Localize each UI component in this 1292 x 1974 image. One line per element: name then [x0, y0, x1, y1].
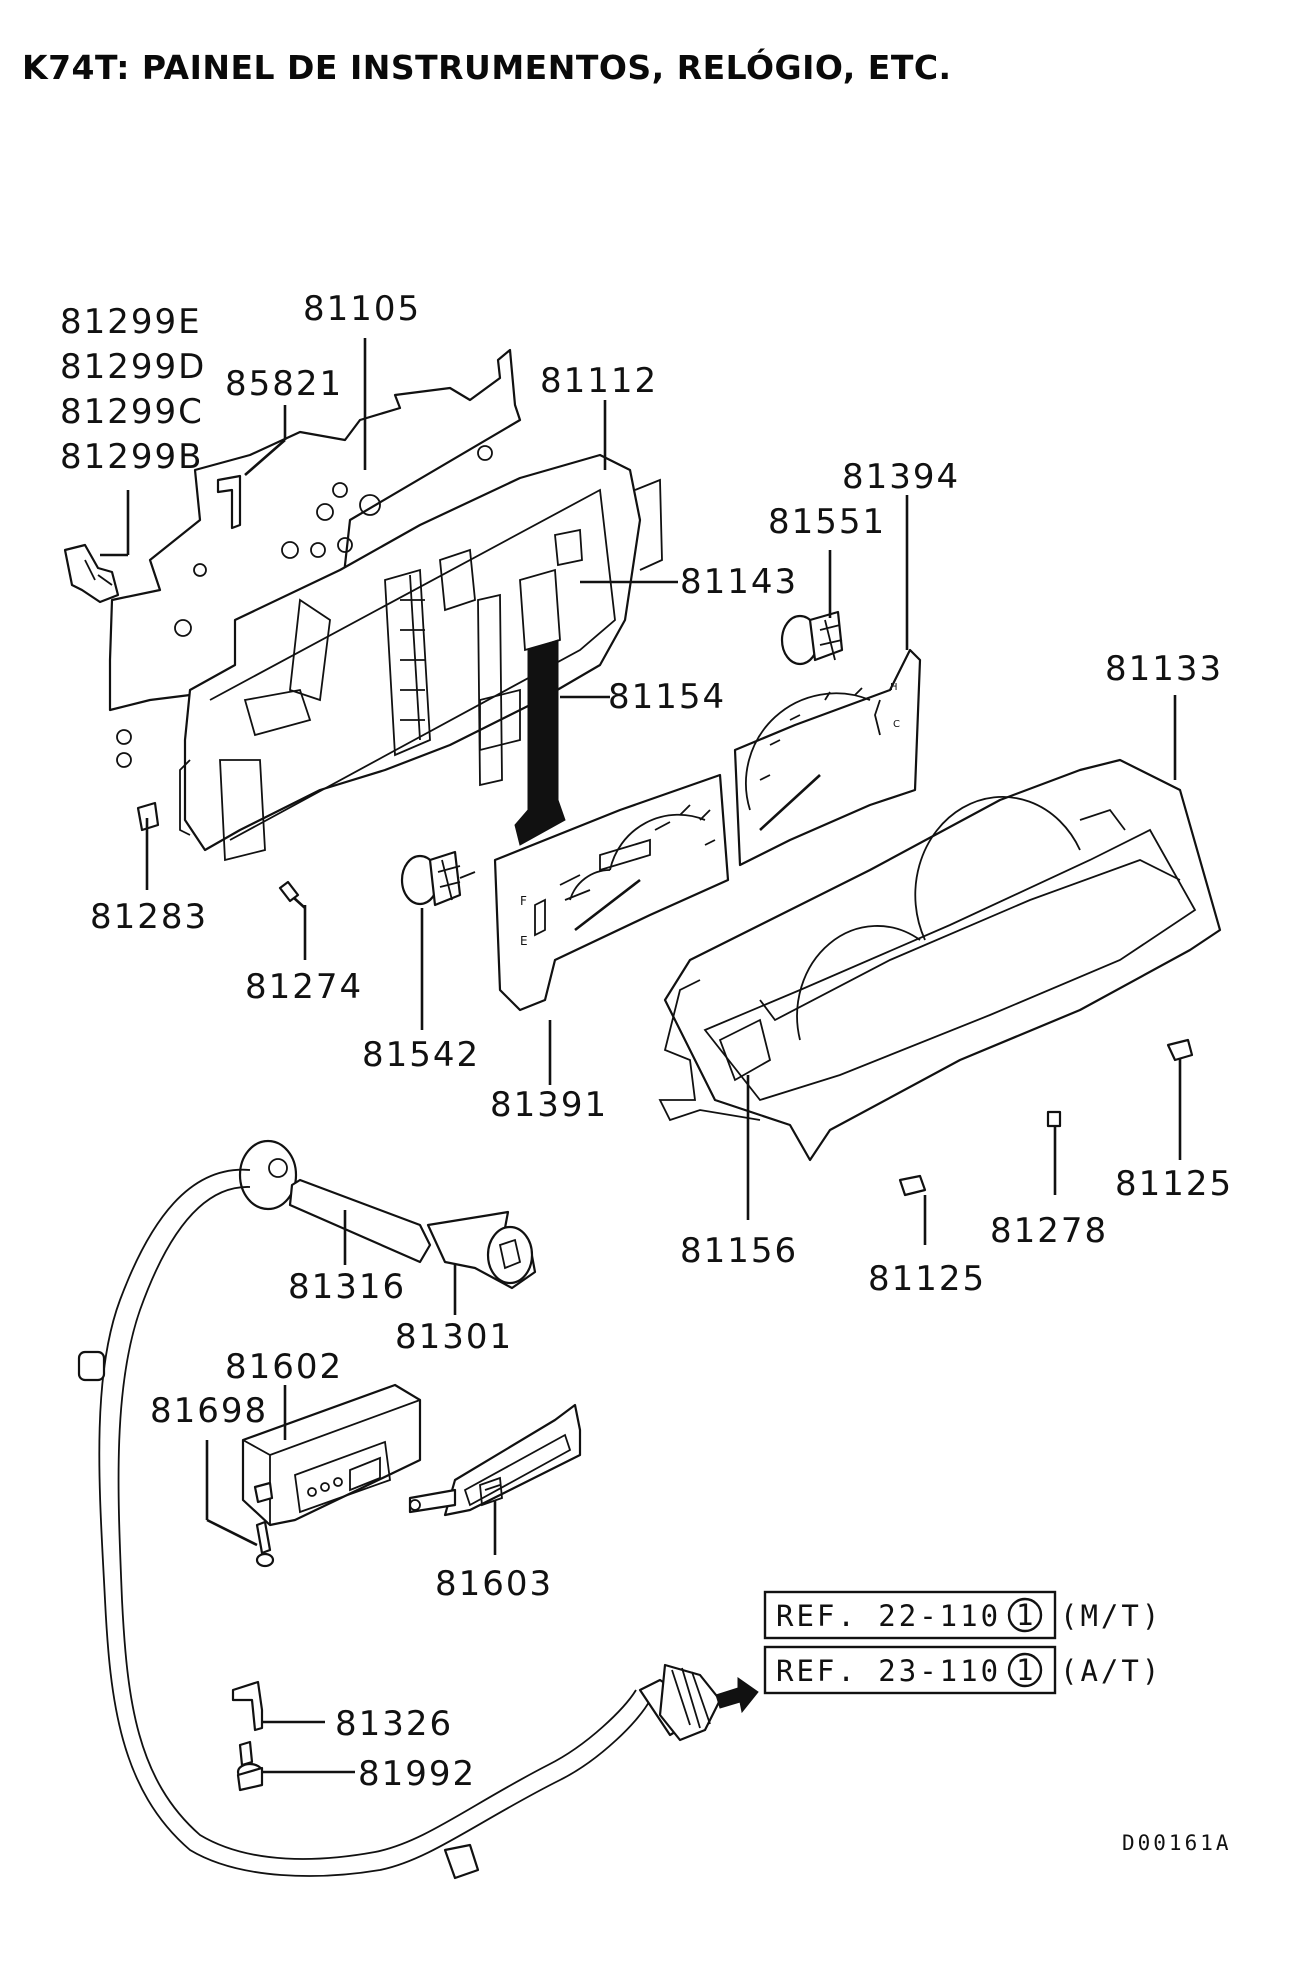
reference-box-mt: REF. 22-110 1 (M/T) [763, 1590, 1162, 1640]
leader-lines [100, 338, 1182, 1774]
part-label-81105: 81105 [303, 289, 421, 329]
part-label-85821: 85821 [225, 364, 343, 404]
fuel-empty-letter: E [520, 934, 528, 948]
part-label-81299e: 81299E [60, 302, 202, 342]
clock-81602 [241, 1383, 422, 1527]
bulb-socket-81542 [400, 850, 476, 907]
bulb-socket-81551 [780, 610, 844, 666]
clip-85821 [216, 474, 242, 530]
ref-circle-mt: 1 [1016, 1598, 1036, 1632]
part-label-81133: 81133 [1105, 649, 1223, 689]
page-title: K74T: PAINEL DE INSTRUMENTOS, RELÓGIO, E… [22, 48, 952, 87]
part-label-81602: 81602 [225, 1347, 343, 1387]
part-label-81301: 81301 [395, 1317, 513, 1357]
grommet-81992 [236, 1740, 264, 1792]
instrument-case-81112 [179, 453, 663, 862]
ref-note-mt: (M/T) [1060, 1599, 1162, 1633]
front-glass-81133 [663, 758, 1222, 1162]
ref-note-at: (A/T) [1060, 1654, 1162, 1688]
reference-box-at: REF. 23-110 1 (A/T) [763, 1645, 1162, 1695]
part-label-81551: 81551 [768, 502, 886, 542]
part-label-81156: 81156 [680, 1231, 798, 1271]
part-label-81542: 81542 [362, 1035, 480, 1075]
speedometer-dial-81391: F E [493, 773, 730, 1012]
tachometer-dial-81394: H C [733, 648, 922, 867]
ref-text-at: REF. 23-110 [776, 1654, 1001, 1688]
speedometer-cable-81316 [77, 1139, 651, 1880]
part-label-81316: 81316 [288, 1267, 406, 1307]
part-label-81112: 81112 [540, 361, 658, 401]
part-label-81698: 81698 [150, 1391, 268, 1431]
part-label-81154: 81154 [608, 677, 726, 717]
part-label-81391: 81391 [490, 1085, 608, 1125]
temp-hot-letter: H [890, 682, 898, 693]
part-label-81299c: 81299C [60, 392, 204, 432]
ref-circle-at: 1 [1016, 1653, 1036, 1687]
fuel-full-letter: F [520, 894, 527, 908]
clip-81125-bottom [898, 1174, 927, 1197]
ref-text-mt: REF. 22-110 [776, 1599, 1001, 1633]
part-label-81125-bottom: 81125 [868, 1259, 986, 1299]
circuit-film-81143 [477, 593, 503, 787]
screw-81698 [255, 1520, 275, 1568]
part-label-81299d: 81299D [60, 347, 206, 387]
temp-cold-letter: C [893, 719, 900, 730]
part-label-81299b: 81299B [60, 437, 203, 477]
part-label-81143: 81143 [680, 562, 798, 602]
part-label-81603: 81603 [435, 1564, 553, 1604]
part-label-81283: 81283 [90, 897, 208, 937]
part-label-81125-right: 81125 [1115, 1164, 1233, 1204]
diagram-code: D00161A [1122, 1831, 1232, 1855]
clip-81283 [136, 801, 160, 832]
meter-cover-81156 [658, 979, 772, 1122]
instrument-case-back-81105 [108, 348, 522, 768]
clip-81125-right [1166, 1038, 1194, 1062]
screw-81274 [278, 880, 306, 909]
part-label-81394: 81394 [842, 457, 960, 497]
part-label-81278: 81278 [990, 1211, 1108, 1251]
printed-circuit-81154 [514, 639, 566, 846]
part-label-81992: 81992 [358, 1754, 476, 1794]
nut-81278 [1046, 1110, 1062, 1128]
cable-gear-end [638, 1663, 759, 1742]
part-label-81326: 81326 [335, 1704, 453, 1744]
plug-81299 [63, 543, 120, 604]
part-label-81274: 81274 [245, 967, 363, 1007]
clock-bracket-81603 [408, 1403, 582, 1517]
clip-81326 [231, 1680, 264, 1732]
